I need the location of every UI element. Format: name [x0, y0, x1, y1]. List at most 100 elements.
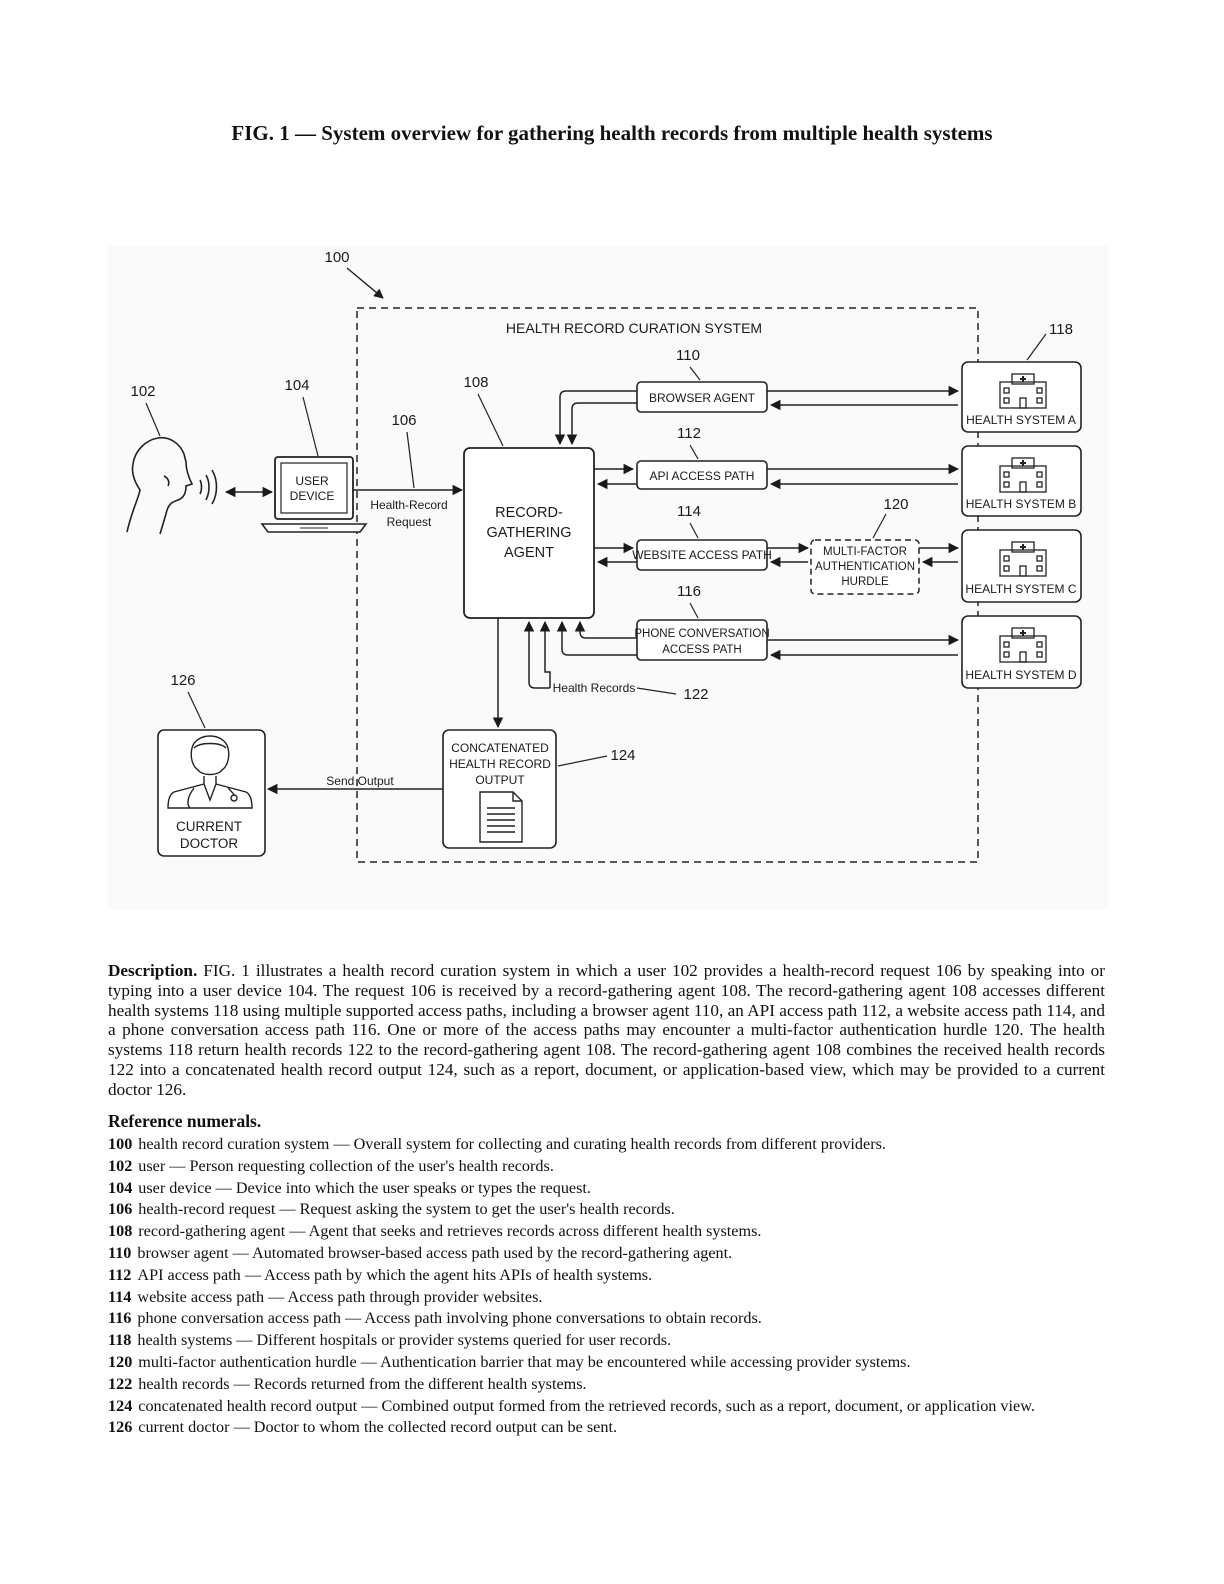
ref-122: 122 [683, 686, 708, 703]
ref-104: 104 [284, 377, 309, 394]
health-system-d-label: HEALTH SYSTEM D [965, 668, 1076, 682]
ref-120: 120 [883, 496, 908, 513]
request-label-line2: Request [387, 515, 432, 529]
reference-item: 104 user device — Device into which the u… [108, 1178, 1108, 1200]
health-system-d [961, 615, 1082, 689]
reference-number: 126 [108, 1418, 133, 1437]
reference-number: 110 [108, 1243, 132, 1262]
doctor-label-line1: CURRENT [176, 819, 242, 834]
api-access-path-label: API ACCESS PATH [650, 469, 755, 483]
reference-text: health records — Records returned from t… [138, 1374, 587, 1393]
health-records-label: Health Records [553, 681, 636, 695]
system-diagram: HEALTH RECORD CURATION SYSTEM 100 102 US… [108, 246, 1108, 910]
phone-label-line2: ACCESS PATH [662, 644, 741, 656]
reference-text: browser agent — Automated browser-based … [137, 1243, 733, 1262]
mfa-hurdle-box [810, 539, 920, 595]
reference-number: 100 [108, 1135, 133, 1153]
health-system-a [961, 361, 1082, 433]
agent-label-line3: AGENT [504, 545, 554, 561]
mfa-label-line2: AUTHENTICATION [815, 561, 915, 573]
doctor-icon [167, 735, 253, 809]
reference-text: concatenated health record output — Comb… [138, 1396, 1035, 1415]
reference-item: 118 health systems — Different hospitals … [108, 1330, 1108, 1352]
ref-124: 124 [610, 747, 635, 764]
reference-number: 112 [108, 1265, 132, 1284]
ref-116: 116 [677, 583, 701, 600]
reference-numerals-heading: Reference numerals. [108, 1111, 262, 1131]
mfa-label-line3: HURDLE [841, 576, 889, 588]
device-label-line2: DEVICE [290, 489, 335, 503]
reference-text: health-record request — Request asking t… [138, 1200, 675, 1219]
agent-label-line1: RECORD- [495, 505, 563, 521]
reference-item: 116 phone conversation access path — Acce… [108, 1308, 1108, 1330]
website-access-path-box [636, 539, 768, 571]
website-access-path-label: WEBSITE ACCESS PATH [632, 548, 772, 562]
ref-112: 112 [677, 425, 701, 442]
reference-item: 126 current doctor — Doctor to whom the c… [108, 1417, 1108, 1439]
reference-item: 108 record-gathering agent — Agent that s… [108, 1221, 1108, 1243]
system-boundary [356, 307, 979, 863]
reference-text: user device — Device into which the user… [138, 1178, 591, 1197]
document-icon [479, 791, 523, 843]
reference-numerals-list: 100 health record curation system — Overa… [108, 1134, 1108, 1439]
ref-108: 108 [463, 374, 488, 391]
reference-text: record-gathering agent — Agent that seek… [138, 1222, 762, 1241]
reference-item: 110 browser agent — Automated browser-bas… [108, 1243, 1108, 1265]
reference-item: 102 user — Person requesting collection o… [108, 1156, 1108, 1178]
record-gathering-agent [463, 447, 595, 619]
ref-118: 118 [1049, 321, 1073, 338]
health-system-b-label: HEALTH SYSTEM B [966, 497, 1076, 511]
doctor-label-line2: DOCTOR [180, 836, 239, 851]
reference-text: health record curation system — Overall … [138, 1135, 886, 1153]
ref-126: 126 [170, 672, 195, 689]
reference-item: 100 health record curation system — Overa… [108, 1134, 1108, 1156]
reference-text: phone conversation access path — Access … [137, 1309, 762, 1328]
health-system-b [961, 445, 1082, 517]
device-label-line1: USER [295, 474, 329, 488]
reference-item: 114 website access path — Access path thr… [108, 1287, 1108, 1309]
reference-number: 114 [108, 1287, 132, 1306]
reference-number: 118 [108, 1331, 132, 1350]
health-system-c-label: HEALTH SYSTEM C [965, 582, 1076, 596]
reference-text: user — Person requesting collection of t… [138, 1156, 554, 1175]
agent-label-line2: GATHERING [486, 525, 571, 541]
request-label-line1: Health-Record [370, 498, 447, 512]
phone-label-line1: PHONE CONVERSATION [634, 628, 769, 640]
user-icon [126, 436, 218, 535]
reference-number: 102 [108, 1156, 133, 1175]
reference-text: multi-factor authentication hurdle — Aut… [138, 1352, 911, 1371]
ref-100: 100 [324, 249, 349, 266]
ref-102: 102 [130, 383, 155, 400]
ref-106: 106 [391, 412, 416, 429]
ref-114: 114 [677, 503, 701, 520]
reference-text: website access path — Access path throug… [137, 1287, 543, 1306]
reference-number: 104 [108, 1178, 133, 1197]
reference-text: API access path — Access path by which t… [137, 1265, 653, 1284]
laptop-icon [260, 456, 368, 533]
mfa-label-line1: MULTI-FACTOR [823, 546, 907, 558]
health-system-c [961, 529, 1082, 603]
description-text: FIG. 1 illustrates a health record curat… [108, 961, 1106, 1099]
description-lead: Description. [108, 961, 198, 980]
system-label: HEALTH RECORD CURATION SYSTEM [506, 320, 762, 336]
send-output-label: Send Output [326, 774, 394, 788]
reference-number: 108 [108, 1222, 133, 1241]
reference-item: 112 API access path — Access path by whic… [108, 1265, 1108, 1287]
output-label-line2: HEALTH RECORD [449, 757, 551, 771]
reference-number: 120 [108, 1352, 133, 1371]
api-access-path-box [636, 460, 768, 490]
reference-text: health systems — Different hospitals or … [137, 1331, 672, 1350]
figure-title: FIG. 1 — System overview for gathering h… [231, 121, 993, 145]
reference-item: 124 concatenated health record output — C… [108, 1396, 1108, 1418]
browser-agent-box [636, 381, 768, 413]
reference-number: 116 [108, 1309, 132, 1328]
output-label-line3: OUTPUT [475, 773, 525, 787]
health-system-a-label: HEALTH SYSTEM A [966, 413, 1076, 427]
reference-number: 124 [108, 1396, 133, 1415]
browser-agent-label: BROWSER AGENT [649, 391, 756, 405]
current-doctor-box [157, 729, 266, 857]
description-paragraph: Description. FIG. 1 illustrates a health… [108, 961, 1105, 1100]
reference-text: current doctor — Doctor to whom the coll… [138, 1418, 617, 1437]
